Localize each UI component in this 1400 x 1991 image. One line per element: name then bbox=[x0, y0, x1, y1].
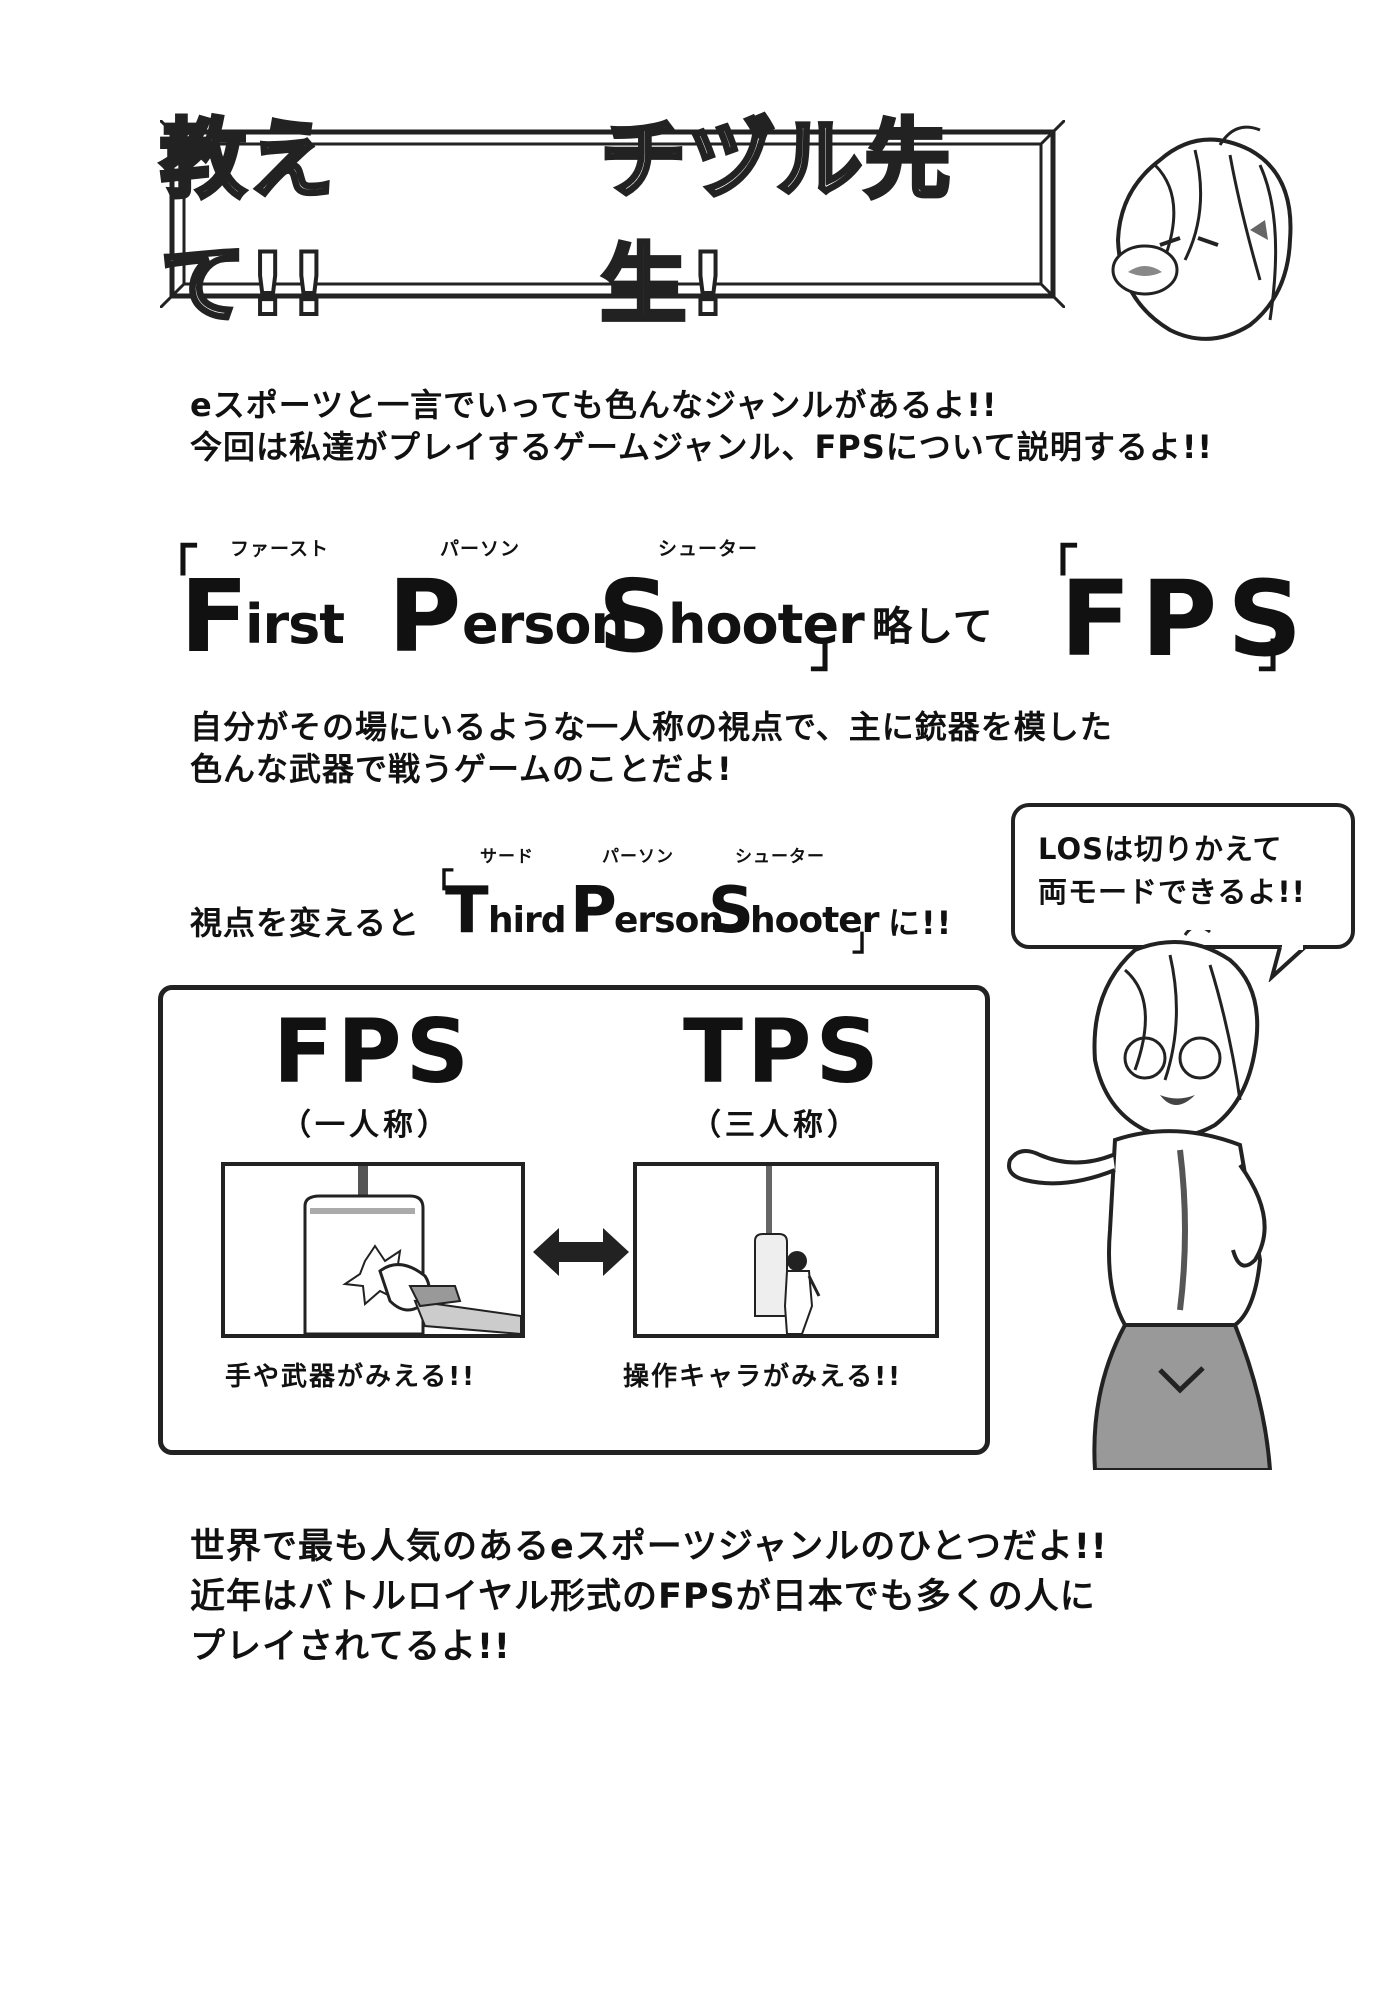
bubble-line2: 両モードできるよ!! bbox=[1038, 875, 1306, 909]
abbrev-open-bracket: 「 bbox=[1030, 540, 1079, 596]
ruby-third: サード bbox=[480, 847, 534, 867]
tps-lead: 視点を変えると bbox=[190, 904, 421, 942]
tps-open-bracket: 「 bbox=[422, 866, 455, 904]
cap-s-2: S bbox=[708, 874, 755, 948]
tps-tail: に!! bbox=[888, 904, 953, 942]
closing-line1: 世界で最も人気のあるeスポーツジャンルのひとつだよ!! bbox=[190, 1527, 1108, 1567]
banner-frame bbox=[160, 120, 1065, 308]
fps-description: 自分がその場にいるような一人称の視点で、主に銃器を模した 色んな武器で戦うゲーム… bbox=[190, 706, 1113, 790]
fps-close-bracket: 」 bbox=[810, 622, 859, 678]
tps-heading: 視点を変えると 「 サード T hird パーソン P erson シューター … bbox=[190, 842, 990, 958]
tps-mode-subtitle: （三人称） bbox=[691, 1108, 861, 1143]
fps-open-bracket: 「 bbox=[150, 540, 199, 596]
ruby-person-2: パーソン bbox=[602, 847, 674, 867]
fps-caption: 手や武器がみえる!! bbox=[225, 1362, 476, 1392]
punching-bag-icon bbox=[303, 1166, 521, 1334]
word-hooter: hooter bbox=[668, 593, 865, 656]
fps-abbrev: FPS bbox=[1060, 558, 1313, 680]
word-erson: erson bbox=[462, 593, 629, 656]
fps-heading: 「 ファースト F irst パーソン P erson シューター S hoot… bbox=[150, 528, 1306, 680]
fps-desc-line2: 色んな武器で戦うゲームのことだよ! bbox=[190, 750, 733, 788]
title-part1: 教えて!! bbox=[158, 108, 336, 337]
fps-desc-line1: 自分がその場にいるような一人称の視点で、主に銃器を模した bbox=[190, 708, 1113, 746]
fps-middle-text: 略して bbox=[872, 604, 994, 650]
tps-close-bracket: 」 bbox=[852, 920, 885, 958]
bubble-line1: LOSは切りかえて bbox=[1038, 832, 1283, 866]
ruby-shooter: シューター bbox=[658, 538, 759, 560]
speech-bubble: LOSは切りかえて 両モードできるよ!! bbox=[1010, 802, 1360, 982]
cap-f: F bbox=[180, 558, 249, 675]
intro-line2: 今回は私達がプレイするゲームジャンル、FPSについて説明するよ!! bbox=[190, 428, 1214, 466]
character-view-icon bbox=[754, 1166, 821, 1334]
closing-paragraph: 世界で最も人気のあるeスポーツジャンルのひとつだよ!! 近年はバトルロイヤル形式… bbox=[190, 1522, 1108, 1672]
title-part2: チヅル先生! bbox=[598, 108, 953, 337]
abbrev-close-bracket: 」 bbox=[1258, 622, 1307, 678]
closing-line2: 近年はバトルロイヤル形式のFPSが日本でも多くの人に bbox=[190, 1577, 1096, 1617]
double-arrow-icon bbox=[533, 1228, 629, 1276]
fps-mode-title: FPS bbox=[273, 1000, 473, 1103]
word-erson-2: erson bbox=[614, 900, 724, 941]
ruby-person: パーソン bbox=[440, 538, 521, 560]
word-irst: irst bbox=[245, 593, 345, 656]
cap-p: P bbox=[388, 558, 462, 675]
cap-s: S bbox=[598, 558, 671, 675]
word-hird: hird bbox=[488, 900, 566, 941]
closing-line3: プレイされてるよ!! bbox=[190, 1627, 511, 1667]
comparison-box: FPS （一人称） 手や武器がみえる!! TPS （三人称） 操作キャラがみえる… bbox=[158, 985, 990, 1455]
fps-mode-subtitle: （一人称） bbox=[281, 1108, 451, 1143]
intro-paragraph: eスポーツと一言でいっても色んなジャンルがあるよ!! 今回は私達がプレイするゲー… bbox=[190, 384, 1213, 468]
tps-mode-title: TPS bbox=[683, 1000, 883, 1103]
cap-p-2: P bbox=[570, 874, 617, 948]
teacher-full-icon bbox=[1007, 930, 1273, 1470]
word-hooter-2: hooter bbox=[750, 900, 879, 941]
cap-t: T bbox=[445, 874, 489, 948]
intro-line1: eスポーツと一言でいっても色んなジャンルがあるよ!! bbox=[190, 386, 998, 424]
title-banner: 教えて!! チヅル先生! bbox=[158, 108, 1065, 337]
tps-panel bbox=[633, 1162, 939, 1338]
fps-panel bbox=[221, 1162, 525, 1338]
teacher-portrait-icon bbox=[1111, 125, 1293, 341]
tps-caption: 操作キャラがみえる!! bbox=[623, 1362, 902, 1392]
ruby-first: ファースト bbox=[230, 538, 330, 560]
ruby-shooter-2: シューター bbox=[735, 847, 825, 867]
